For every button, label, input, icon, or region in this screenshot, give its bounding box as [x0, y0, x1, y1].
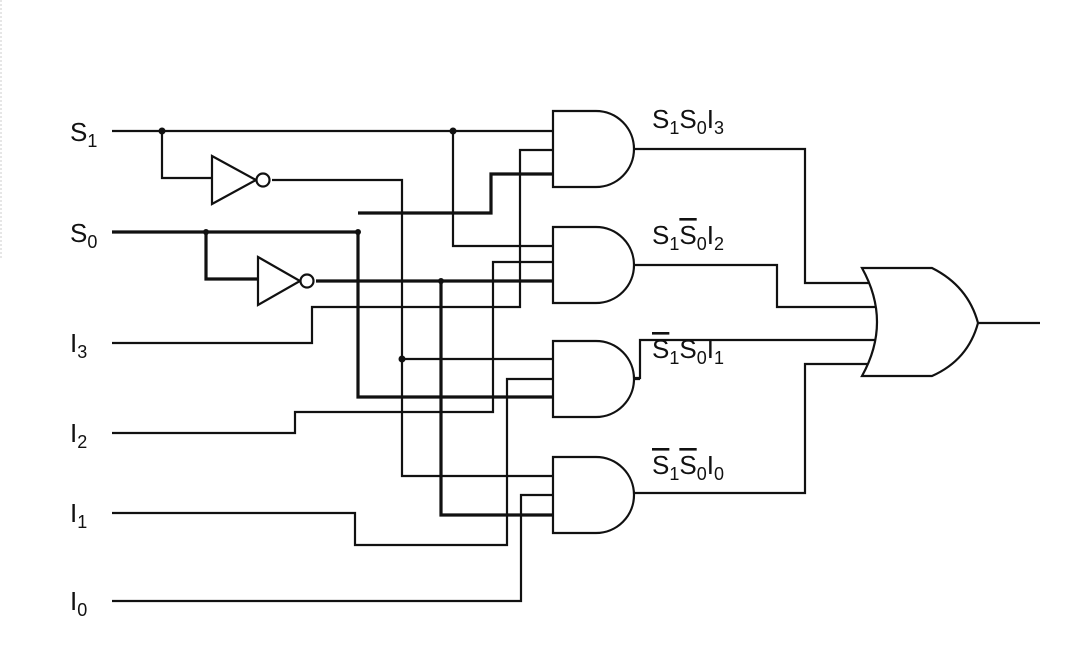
input-label-i1: I1: [70, 498, 87, 532]
black-wires: [112, 129, 1040, 603]
wire-i2: [112, 260, 553, 435]
subscript: 2: [77, 432, 87, 452]
svg-text:S0: S0: [70, 218, 97, 252]
subscript: 3: [77, 342, 87, 362]
symbol: S: [652, 104, 669, 134]
wire-s0-to-and1: [358, 172, 553, 215]
junction-dot: [438, 278, 444, 284]
input-label-s1: S1: [70, 117, 97, 151]
junction-dots: [158, 127, 457, 363]
and-output-label-1: S1S0I3: [652, 104, 724, 138]
symbol: S: [70, 218, 87, 248]
and-output-label-3: S1S0I1: [652, 334, 724, 368]
wire-s1-to-not: [160, 131, 212, 180]
subscript: 0: [697, 464, 707, 484]
junction-dot: [398, 355, 406, 363]
or-gate: [860, 266, 980, 378]
svg-text:S1S0I0: S1S0I0: [652, 450, 724, 484]
junction-dot: [158, 127, 166, 135]
s0bar-highlight-wires: [316, 279, 553, 517]
subscript: 0: [87, 232, 97, 252]
complement-symbol: S: [679, 450, 696, 480]
subscript: 0: [697, 348, 707, 368]
wire-i0: [112, 493, 553, 603]
complement-symbol: S: [679, 220, 696, 250]
junction-dot: [203, 229, 209, 235]
wire-and2-out: [633, 263, 882, 309]
wire-and3-out: [630, 338, 882, 381]
input-label-i3: I3: [70, 328, 87, 362]
input-label-i0: I0: [70, 586, 87, 620]
wire-and1-out: [633, 147, 876, 285]
svg-text:I1: I1: [70, 498, 87, 532]
and-output-label-4: S1S0I0: [652, 450, 724, 484]
and-gate-1: [551, 109, 636, 189]
complement-symbol: S: [652, 334, 669, 364]
subscript: 2: [714, 234, 724, 254]
junction-dot: [355, 229, 361, 235]
subscript: 1: [77, 512, 87, 532]
wire-s0-to-not: [204, 232, 258, 281]
wire-s0bar-to-and4: [439, 281, 553, 517]
wire-i1: [112, 377, 553, 547]
input-label-i2: I2: [70, 418, 87, 452]
s0-highlight-wires: [112, 172, 553, 399]
wire-i3: [112, 148, 553, 345]
svg-text:S1S0I1: S1S0I1: [652, 334, 724, 368]
junction-dot: [449, 127, 457, 135]
wire-s1-to-and2: [451, 131, 553, 248]
subscript: 0: [77, 600, 87, 620]
subscript: 1: [669, 348, 679, 368]
svg-text:S1S0I3: S1S0I3: [652, 104, 724, 138]
not-gate-s1: [210, 154, 271, 206]
symbol: S: [679, 104, 696, 134]
not-gate-s0: [256, 255, 315, 307]
subscript: 1: [714, 348, 724, 368]
svg-text:S1: S1: [70, 117, 97, 151]
wire-s1bar: [272, 178, 553, 478]
symbol: I: [70, 418, 77, 448]
and-gate-2: [551, 225, 636, 305]
symbol: I: [70, 328, 77, 358]
symbol: I: [707, 334, 714, 364]
subscript: 1: [669, 464, 679, 484]
svg-text:S1S0I2: S1S0I2: [652, 220, 724, 254]
symbol: S: [70, 117, 87, 147]
and-output-label-2: S1S0I2: [652, 220, 724, 254]
svg-text:I2: I2: [70, 418, 87, 452]
and-gate-3: [551, 339, 636, 419]
symbol: I: [707, 450, 714, 480]
svg-text:I0: I0: [70, 586, 87, 620]
subscript: 1: [87, 131, 97, 151]
subscript: 0: [714, 464, 724, 484]
symbol: S: [679, 334, 696, 364]
symbol: I: [70, 498, 77, 528]
subscript: 1: [669, 118, 679, 138]
subscript: 0: [697, 234, 707, 254]
input-label-s0: S0: [70, 218, 97, 252]
svg-text:I3: I3: [70, 328, 87, 362]
subscript: 0: [697, 118, 707, 138]
symbol: I: [707, 104, 714, 134]
symbol: S: [652, 220, 669, 250]
wire-s0: [112, 230, 553, 399]
subscript: 3: [714, 118, 724, 138]
subscript: 1: [669, 234, 679, 254]
wire-and4-out: [633, 362, 876, 495]
symbol: I: [707, 220, 714, 250]
symbol: I: [70, 586, 77, 616]
and-gate-4: [551, 455, 636, 535]
complement-symbol: S: [652, 450, 669, 480]
